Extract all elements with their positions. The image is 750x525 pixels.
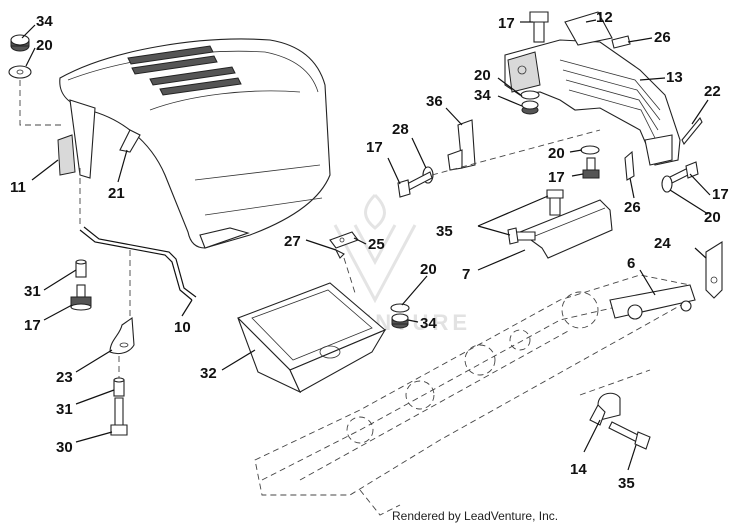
callout-17-left: 17 bbox=[24, 317, 41, 334]
bolt-17-mid bbox=[582, 157, 600, 179]
washer-20-upper bbox=[520, 90, 540, 100]
watermark-logo bbox=[333, 193, 417, 304]
callout-22: 22 bbox=[704, 83, 721, 100]
plate-12 bbox=[564, 11, 613, 46]
tray-32 bbox=[237, 282, 387, 394]
hinge-21 bbox=[119, 129, 141, 153]
callout-26-lower: 26 bbox=[624, 199, 641, 216]
callout-20-top-left: 20 bbox=[36, 37, 53, 54]
washer-20-center bbox=[390, 303, 410, 313]
callout-20-mid: 20 bbox=[548, 145, 565, 162]
footer-credit: Rendered by LeadVenture, Inc. bbox=[392, 509, 558, 523]
frame-6 bbox=[254, 274, 696, 516]
hood-vents bbox=[127, 45, 242, 96]
bolt-30 bbox=[110, 397, 128, 436]
washer-20-right bbox=[661, 175, 673, 193]
callout-21: 21 bbox=[108, 185, 125, 202]
bracket-24 bbox=[705, 241, 723, 299]
callout-28: 28 bbox=[392, 121, 409, 138]
callout-34-upper: 34 bbox=[474, 87, 491, 104]
callout-17-top: 17 bbox=[498, 15, 515, 32]
nut-34-top-left bbox=[10, 34, 30, 52]
callout-7: 7 bbox=[462, 266, 470, 283]
callout-31-lower: 31 bbox=[56, 401, 73, 418]
callout-34-center: 34 bbox=[420, 315, 437, 332]
callout-30: 30 bbox=[56, 439, 73, 456]
callout-6: 6 bbox=[627, 255, 635, 272]
bolt-17a bbox=[70, 284, 92, 311]
callout-20-right: 20 bbox=[704, 209, 721, 226]
callout-24: 24 bbox=[654, 235, 671, 252]
clip-27 bbox=[334, 248, 345, 259]
callout-20-upper: 20 bbox=[474, 67, 491, 84]
callout-31-upper: 31 bbox=[24, 283, 41, 300]
dash-panel-13 bbox=[504, 39, 681, 166]
callout-36: 36 bbox=[426, 93, 443, 110]
bracket-36 bbox=[447, 119, 476, 171]
bolt-17-top bbox=[529, 11, 549, 43]
washer-20-top-left bbox=[8, 65, 32, 79]
callout-34-top-left: 34 bbox=[36, 13, 53, 30]
callout-17-right: 17 bbox=[712, 186, 729, 203]
nut-34-upper bbox=[521, 100, 539, 115]
callout-26-top: 26 bbox=[654, 29, 671, 46]
clamp-14 bbox=[589, 392, 621, 426]
callout-labels: 34 20 11 21 31 17 10 23 31 30 27 25 32 2… bbox=[10, 9, 729, 492]
hood-latch-11 bbox=[57, 134, 76, 176]
bolt-35-lower bbox=[608, 421, 651, 450]
callout-17-mid: 17 bbox=[548, 169, 565, 186]
callout-14: 14 bbox=[570, 461, 587, 478]
callout-23: 23 bbox=[56, 369, 73, 386]
hood-assembly bbox=[57, 38, 331, 249]
bolt-35-upper bbox=[507, 189, 564, 245]
spacer-31a bbox=[75, 259, 87, 278]
spacer-31b bbox=[113, 377, 125, 397]
callout-12: 12 bbox=[596, 9, 613, 26]
callout-35-lower: 35 bbox=[618, 475, 635, 492]
bushing-26-top bbox=[611, 35, 631, 49]
callout-35-upper: 35 bbox=[436, 223, 453, 240]
hood-rod-10 bbox=[79, 226, 197, 301]
callout-10: 10 bbox=[174, 319, 191, 336]
washer-20-mid bbox=[580, 145, 600, 155]
callout-17-left-mid: 17 bbox=[366, 139, 383, 156]
callout-32: 32 bbox=[200, 365, 217, 382]
bracket-7 bbox=[518, 199, 613, 259]
blade-22 bbox=[681, 116, 703, 146]
callout-27: 27 bbox=[284, 233, 301, 250]
bolt-17-left bbox=[397, 171, 433, 198]
callout-20-center: 20 bbox=[420, 261, 437, 278]
bolt-17-right bbox=[667, 161, 699, 185]
bracket-23 bbox=[109, 316, 135, 355]
callout-11: 11 bbox=[10, 179, 26, 196]
leader-lines bbox=[21, 19, 711, 471]
callout-25: 25 bbox=[368, 236, 385, 253]
bracket-25 bbox=[329, 231, 359, 249]
callout-13: 13 bbox=[666, 69, 683, 86]
nut-34-center bbox=[391, 313, 409, 329]
bushing-26-lower bbox=[624, 150, 635, 181]
hood-shell bbox=[59, 38, 331, 249]
